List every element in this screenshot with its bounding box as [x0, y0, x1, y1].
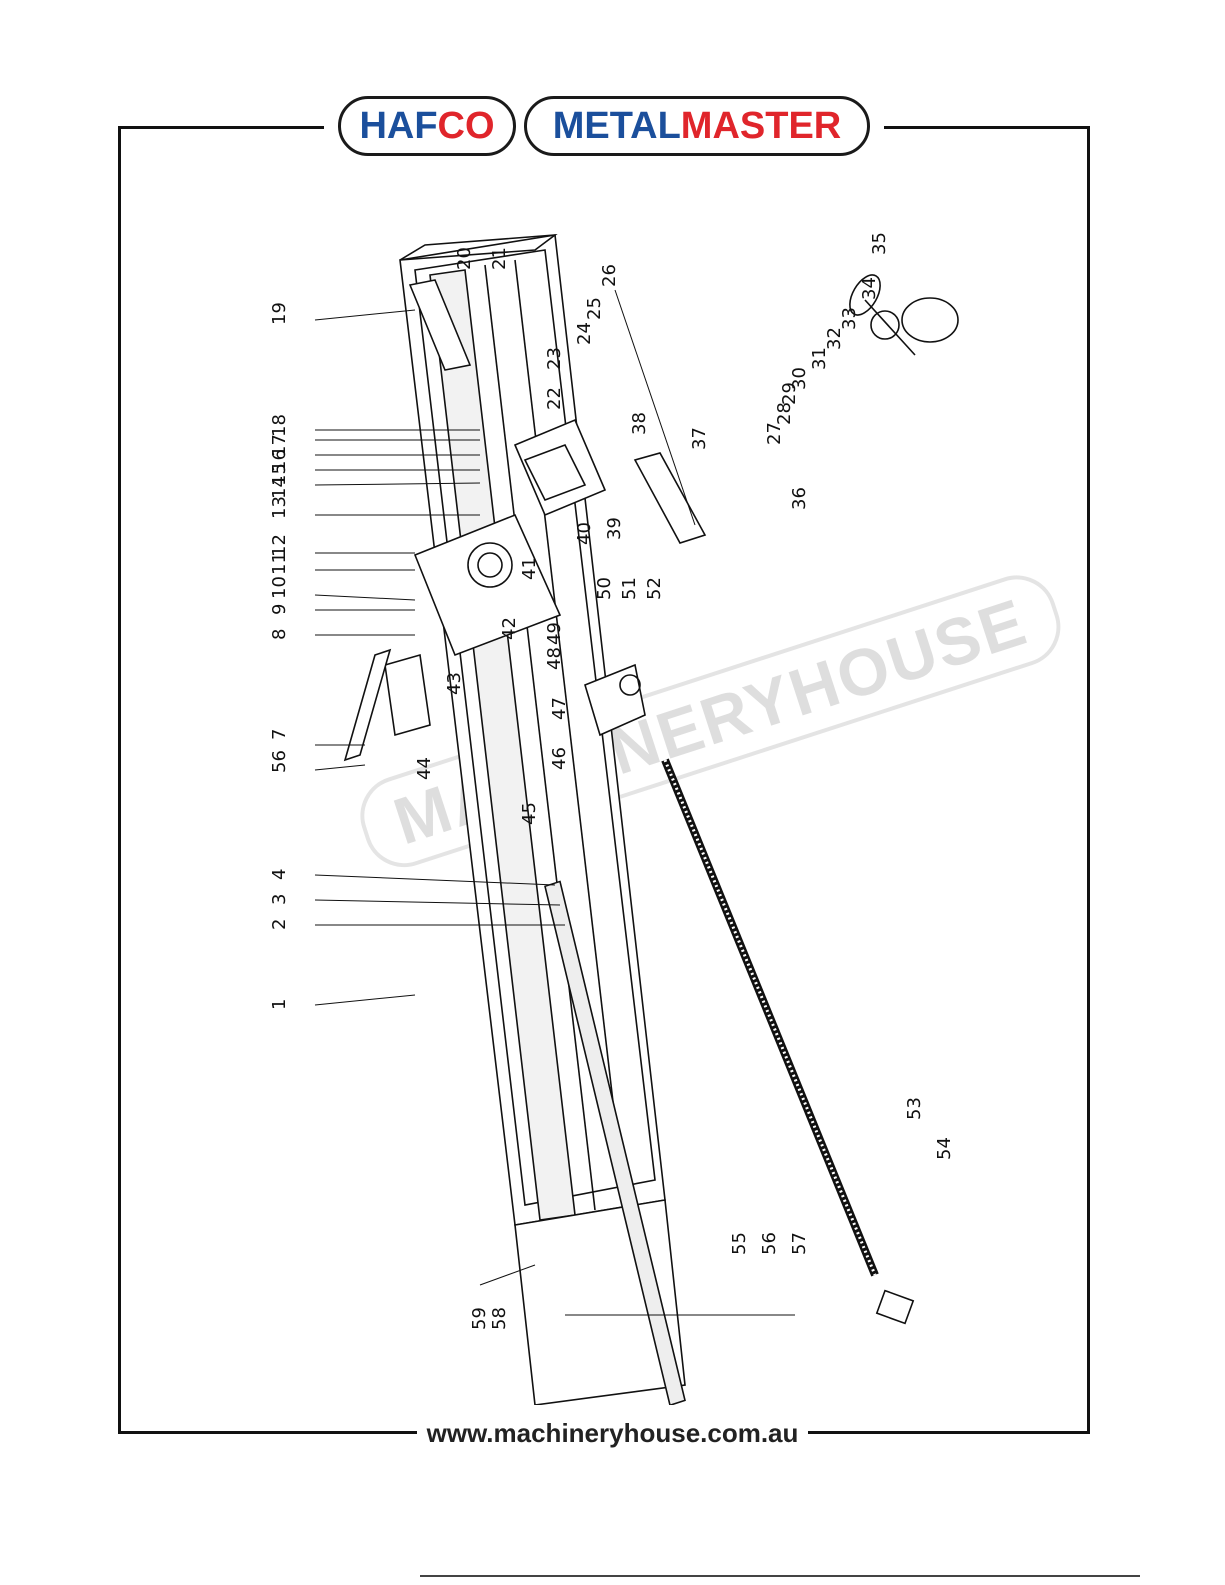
part-56-top-label: 56: [269, 750, 290, 773]
part-4-label: 4: [269, 869, 290, 880]
part-40-label: 40: [574, 522, 595, 545]
part-51-label: 51: [619, 577, 640, 600]
part-39-label: 39: [604, 517, 625, 540]
part-20-label: 20: [454, 247, 475, 270]
part-8-label: 8: [269, 629, 290, 640]
metalmaster-logo-part2: MASTER: [681, 105, 841, 148]
footer-website: www.machineryhouse.com.au: [0, 1418, 1225, 1449]
part-38-label: 38: [629, 412, 650, 435]
part-3-label: 3: [269, 894, 290, 905]
part-45-label: 45: [519, 802, 540, 825]
part-43-label: 43: [444, 672, 465, 695]
part-48-label: 48: [544, 647, 565, 670]
part-44-label: 44: [414, 757, 435, 780]
part-53-label: 53: [904, 1097, 925, 1120]
part-23-label: 23: [544, 347, 565, 370]
exploded-parts-diagram: 1 2 3 4 56 7 8 9 10 11 12 13 14 15 16 17…: [215, 225, 965, 1405]
part-47-label: 47: [549, 697, 570, 720]
part-34-label: 34: [859, 277, 880, 300]
part-41-label: 41: [519, 557, 540, 580]
hafco-logo-part1: HAF: [359, 105, 437, 148]
part-25-label: 25: [584, 297, 605, 320]
part-55-label: 55: [729, 1232, 750, 1255]
part-1-label: 1: [269, 999, 290, 1010]
part-9-label: 9: [269, 604, 290, 615]
part-19-label: 19: [269, 302, 290, 325]
cover-strip-drawing: [635, 453, 705, 543]
part-46-label: 46: [549, 747, 570, 770]
part-49-label: 49: [544, 622, 565, 645]
part-37-label: 37: [689, 427, 710, 450]
metalmaster-logo-part1: METAL: [553, 105, 681, 148]
hafco-logo-part2: CO: [438, 105, 495, 148]
part-59-label: 59: [469, 1307, 490, 1330]
part-21-label: 21: [489, 247, 510, 270]
strip-drawing: [385, 655, 430, 735]
part-7-label: 7: [269, 729, 290, 740]
footer-url-text[interactable]: www.machineryhouse.com.au: [417, 1418, 809, 1449]
part-57-label: 57: [789, 1232, 810, 1255]
part-26-label: 26: [599, 264, 620, 287]
part-42-label: 42: [499, 617, 520, 640]
gib-drawing: [345, 650, 390, 760]
part-58-label: 58: [489, 1307, 510, 1330]
part-35-label: 35: [869, 232, 890, 255]
part-24-label: 24: [574, 322, 595, 345]
part-2-label: 2: [269, 919, 290, 930]
part-50-label: 50: [594, 577, 615, 600]
part-22-label: 22: [544, 387, 565, 410]
page-bottom-rule: [0, 1575, 1225, 1577]
part-30-label: 30: [789, 367, 810, 390]
part-52-label: 52: [644, 577, 665, 600]
part-12-label: 12: [269, 534, 290, 557]
part-36-label: 36: [789, 487, 810, 510]
part-56-bottom-label: 56: [759, 1232, 780, 1255]
part-33-label: 33: [839, 307, 860, 330]
part-18-label: 18: [269, 414, 290, 437]
part-10-label: 10: [269, 576, 290, 599]
part-54-label: 54: [934, 1137, 955, 1160]
